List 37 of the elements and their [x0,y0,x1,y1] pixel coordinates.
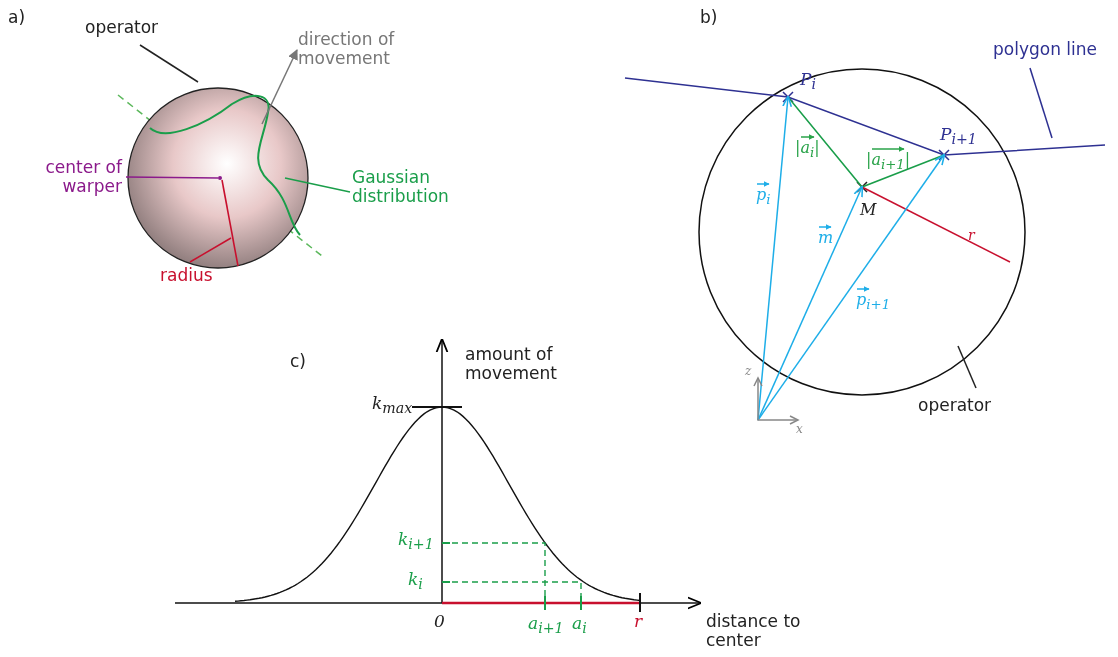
axis-label: x [796,421,803,438]
callout-label: Gaussian distribution [352,168,462,206]
panel-letter: c) [290,352,306,371]
callout-label: operator [918,396,992,415]
vector-label: |a$_{i}$| [795,138,820,163]
tick-label: 0 [434,612,445,631]
leader-line [284,177,351,193]
leader-line [125,176,219,179]
leader-line [189,237,232,263]
point-label: M [860,200,877,219]
axis-title: amount of movement [465,345,558,383]
direction-label: direction of movement [298,30,396,68]
leader-line [1029,67,1053,139]
tick-label: a$_{i}$ [572,614,587,639]
point-label: P$_{i+1}$ [940,125,977,150]
callout-label: polygon line [993,40,1098,59]
leader-line [139,44,199,83]
radius-label: r [968,226,975,245]
axis-label: z [745,363,752,380]
tick-label: a$_{i+1}$ [528,614,564,639]
callout-label: operator [85,18,159,37]
leader-line [957,345,977,389]
callout-label: center of warper [12,158,122,196]
panel-letter: b) [700,8,718,27]
tick-label: r [634,612,643,631]
panel-letter: a) [8,8,26,27]
vector-label: p$_{i+1}$ [856,290,891,315]
sphere-drawing [127,87,309,269]
callout-label: radius [160,266,213,285]
tick-label: k$_{i+1}$ [398,530,434,555]
tick-label: k$_{max}$ [372,394,413,419]
operator-circle [698,68,1026,396]
vector-label: p$_{i}$ [756,185,771,210]
vector-label: |a$_{i+1}$| [866,150,911,175]
tick-label: k$_{i}$ [408,570,423,595]
axis-title: distance to center [706,612,802,650]
vector-label: m [818,228,834,247]
